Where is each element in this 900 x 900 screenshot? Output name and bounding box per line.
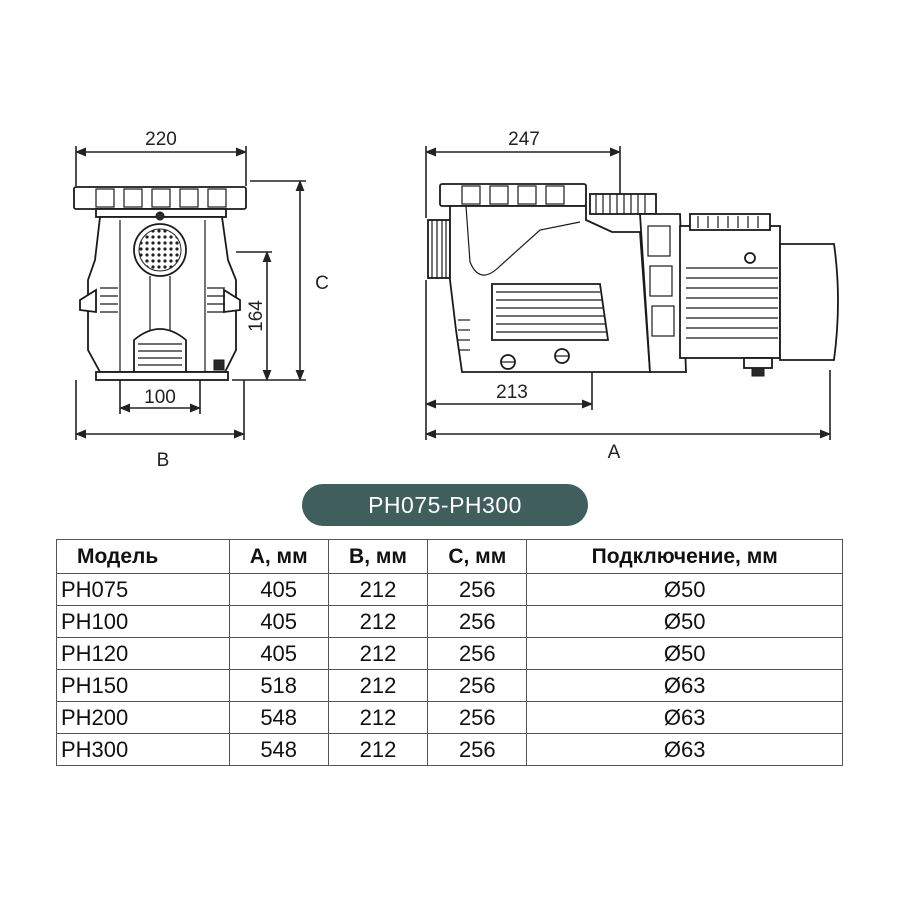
table-row: PH150 518 212 256 Ø63 [56,669,843,702]
dimension-b-label: B [157,450,170,471]
cell-model: PH300 [56,733,230,766]
dimension-100-label: 100 [144,387,176,408]
dimension-100: 100 [118,380,202,414]
cell-b: 212 [327,701,429,734]
cell-b: 212 [327,637,429,670]
cell-c: 256 [427,733,528,766]
cell-connection: Ø63 [526,733,843,766]
dimension-c-label: C [315,273,329,294]
pump-dimension-drawing: 220 C 164 100 B [73,129,839,471]
cell-c: 256 [427,637,528,670]
dimension-213: 213 [424,372,594,410]
table-row: PH075 405 212 256 Ø50 [56,573,843,606]
dimension-b: B [74,380,246,471]
cell-a: 518 [228,669,329,702]
cell-connection: Ø50 [526,637,843,670]
series-badge: PH075-PH300 [302,484,588,526]
dimension-a: A [424,280,832,463]
cell-c: 256 [427,605,528,638]
cell-model: PH150 [56,669,230,702]
spec-table: Модель A, мм B, мм C, мм Подключение, мм… [56,539,843,766]
table-row: PH300 548 212 256 Ø63 [56,733,843,766]
cell-model: PH075 [56,573,230,606]
cell-model: PH120 [56,637,230,670]
dimension-247: 247 [424,129,622,218]
side-view-pump [427,183,839,377]
table-row: PH200 548 212 256 Ø63 [56,701,843,734]
table-row: PH100 405 212 256 Ø50 [56,605,843,638]
cell-c: 256 [427,669,528,702]
dimension-220: 220 [74,129,248,186]
header-model: Модель [56,539,230,574]
dimension-247-label: 247 [508,129,540,150]
dimension-220-label: 220 [145,129,177,150]
dimension-c: C [232,179,329,382]
cell-b: 212 [327,573,429,606]
header-a: A, мм [228,539,329,574]
cell-connection: Ø50 [526,573,843,606]
cell-a: 548 [228,733,329,766]
cell-b: 212 [327,669,429,702]
cell-a: 405 [228,605,329,638]
header-connection: Подключение, мм [526,539,843,574]
table-header-row: Модель A, мм B, мм C, мм Подключение, мм [56,539,843,574]
cell-a: 405 [228,637,329,670]
dimension-164: 164 [236,250,272,382]
cell-connection: Ø63 [526,669,843,702]
cell-model: PH100 [56,605,230,638]
cell-b: 212 [327,733,429,766]
cell-a: 548 [228,701,329,734]
cell-c: 256 [427,701,528,734]
front-view-pump [73,186,247,381]
header-b: B, мм [327,539,429,574]
cell-a: 405 [228,573,329,606]
header-c: C, мм [427,539,528,574]
cell-c: 256 [427,573,528,606]
dimension-213-label: 213 [496,382,528,403]
dimension-a-label: A [608,442,621,463]
cell-connection: Ø50 [526,605,843,638]
dimension-164-label: 164 [246,300,267,332]
cell-b: 212 [327,605,429,638]
cell-connection: Ø63 [526,701,843,734]
cell-model: PH200 [56,701,230,734]
table-row: PH120 405 212 256 Ø50 [56,637,843,670]
